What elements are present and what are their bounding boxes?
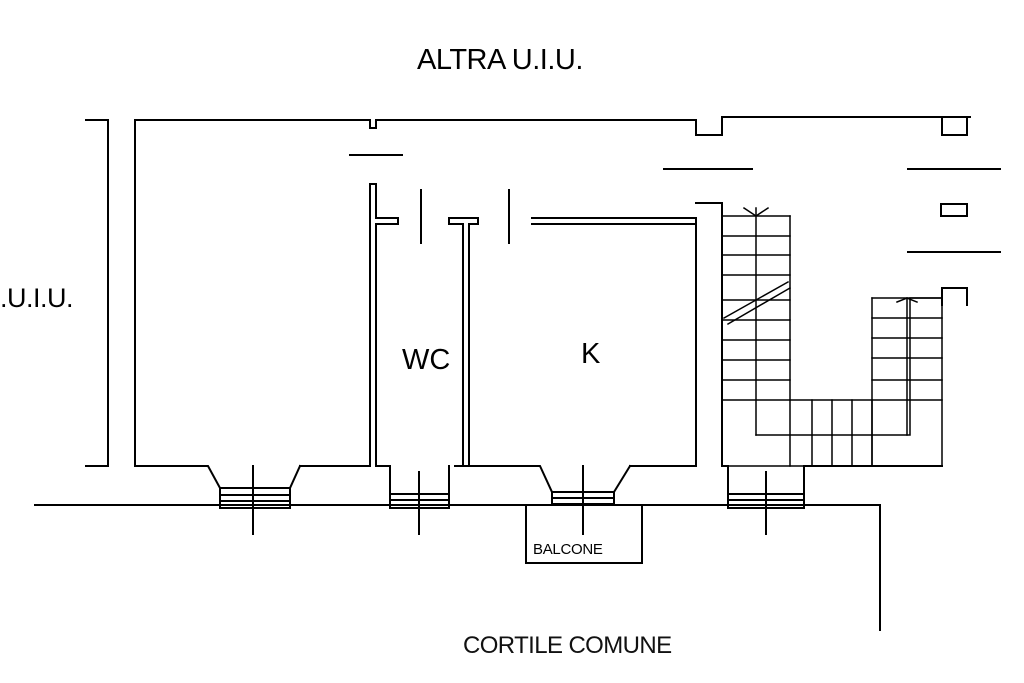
room-label-wc: WC [402,344,451,376]
window-kitchen [552,466,614,534]
interior-partitions [135,155,1000,500]
courtyard-label: CORTILE COMUNE [463,632,672,659]
staircase [722,208,942,466]
window-room1 [220,466,290,534]
room-label-kitchen: K [581,338,601,370]
ground-line [35,505,880,630]
window-stair [728,472,804,534]
dimension-bracket [86,120,108,466]
adjacent-unit-left-label: .U.I.U. [0,283,74,313]
exterior-wall-top [135,117,970,466]
window-wc [390,472,449,534]
balcony-outline [526,505,642,563]
balcony-label: BALCONE [533,541,603,558]
adjacent-unit-top-label: ALTRA U.I.U. [417,44,583,76]
